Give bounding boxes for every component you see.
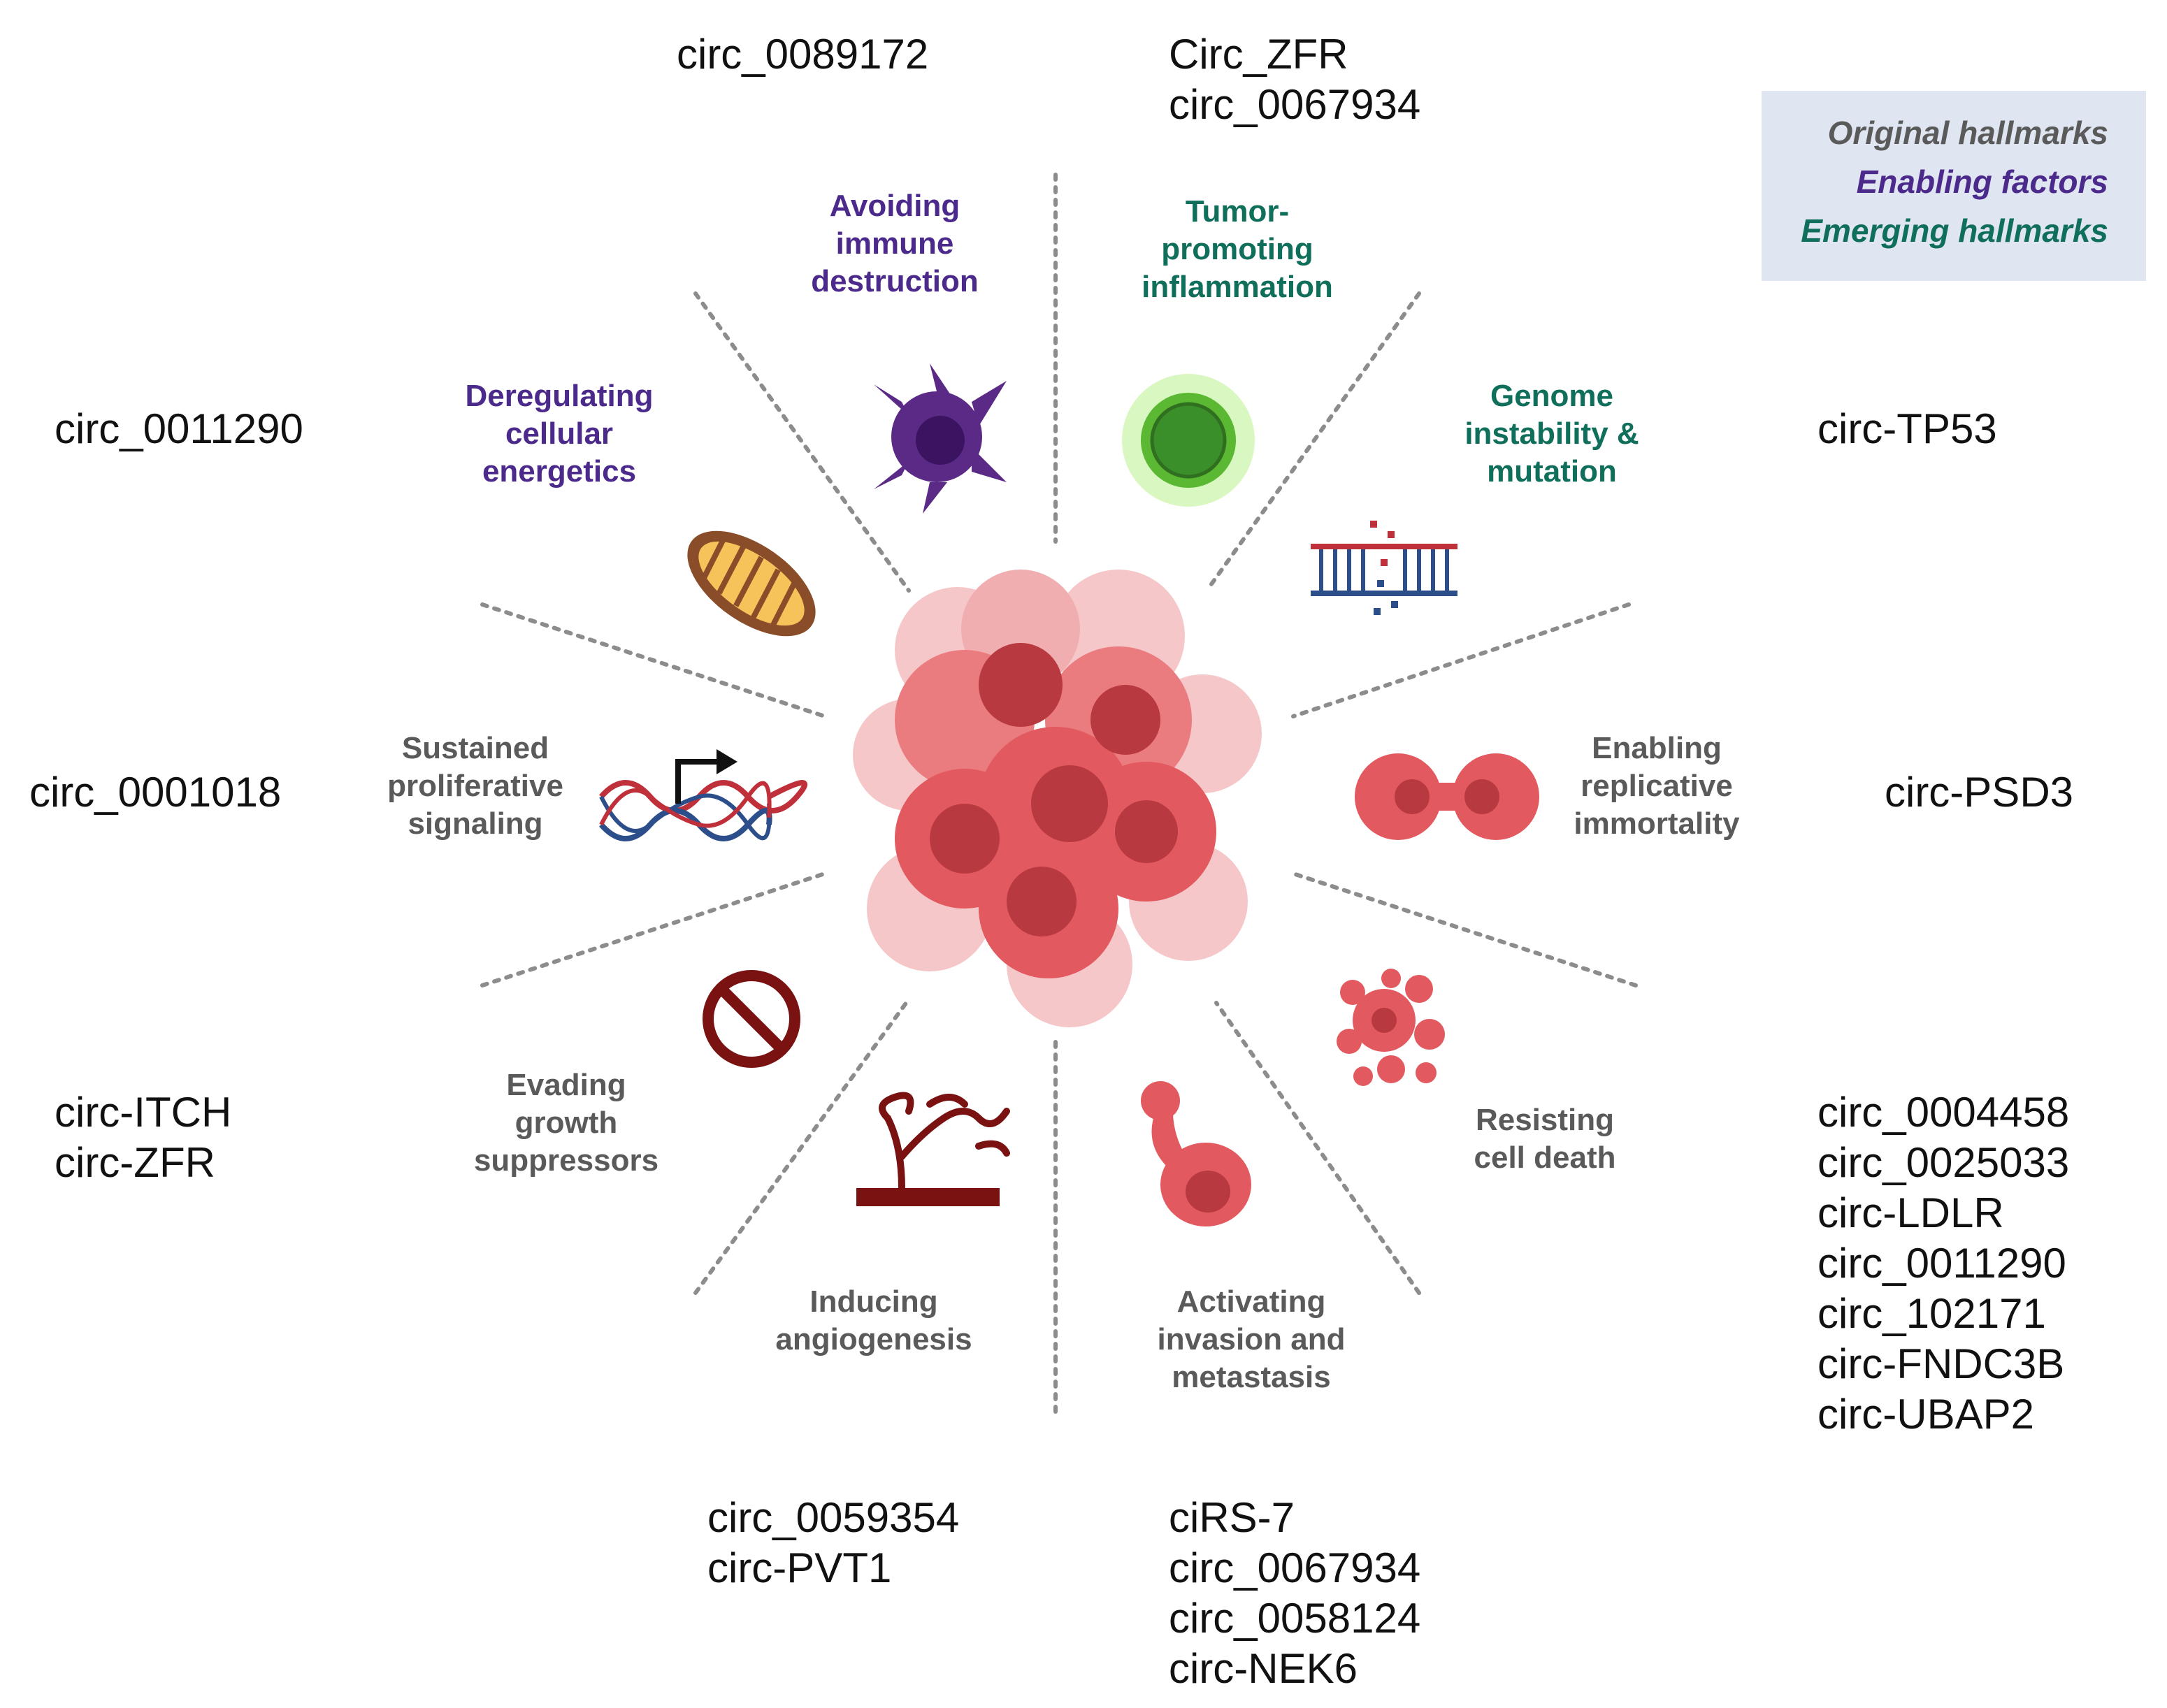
hallmark-tumor-inflammation: Tumor- promoting inflammation: [1142, 194, 1333, 304]
migrating-cell-icon: [1141, 1081, 1251, 1226]
circrna-list-inflammation: Circ_ZFR circ_0067934: [1169, 31, 1421, 128]
tumor-cluster-icon: [853, 570, 1262, 1027]
circrna-list-suppressors: circ-ITCH circ-ZFR: [55, 1089, 232, 1186]
circrna-list-genome: circ-TP53: [1817, 405, 1997, 452]
legend-original: Original hallmarks: [1827, 115, 2108, 151]
dna-mutation-icon: [1311, 521, 1457, 615]
dividing-cell-icon: [1355, 753, 1539, 840]
inflammatory-cell-icon: [1122, 374, 1255, 507]
dna-signaling-icon: [598, 749, 807, 841]
immune-cell-icon: [874, 363, 1007, 514]
hallmark-genome-instability: Genome instability & mutation: [1464, 379, 1639, 488]
prohibition-sign-icon: [703, 970, 800, 1068]
circrna-list-immune: circ_0089172: [677, 31, 929, 78]
circrna-list-immortality: circ-PSD3: [1885, 769, 2074, 816]
circrna-list-angiogenesis: circ_0059354 circ-PVT1: [707, 1494, 960, 1591]
circrna-list-death: circ_0004458 circ_0025033 circ-LDLR circ…: [1817, 1089, 2070, 1438]
hallmark-replicative-immortality: Enabling replicative immortality: [1574, 731, 1740, 841]
hallmark-angiogenesis: Inducing angiogenesis: [775, 1284, 972, 1356]
circrna-list-proliferative: circ_0001018: [29, 769, 282, 816]
mitochondrion-icon: [687, 530, 816, 637]
apoptotic-cell-icon: [1337, 969, 1445, 1086]
hallmark-invasion-metastasis: Activating invasion and metastasis: [1157, 1284, 1346, 1394]
circrna-list-energetics: circ_0011290: [55, 405, 303, 452]
divider-lines: [480, 173, 1638, 1414]
hallmark-proliferative-signaling: Sustained proliferative signaling: [387, 731, 563, 841]
hallmark-growth-suppressors: Evading growth suppressors: [473, 1068, 659, 1178]
circrna-list-invasion: ciRS-7 circ_0067934 circ_0058124 circ-NE…: [1169, 1494, 1421, 1692]
legend-emerging: Emerging hallmarks: [1801, 212, 2108, 249]
legend-box: Original hallmarks Enabling factors Emer…: [1762, 91, 2146, 281]
hallmark-cellular-energetics: Deregulating cellular energetics: [465, 379, 654, 488]
legend-enabling: Enabling factors: [1856, 164, 2108, 200]
hallmark-resisting-death: Resisting cell death: [1474, 1103, 1616, 1175]
blood-vessel-icon: [856, 1092, 1010, 1206]
hallmark-avoiding-immune: Avoiding immune destruction: [811, 189, 979, 298]
